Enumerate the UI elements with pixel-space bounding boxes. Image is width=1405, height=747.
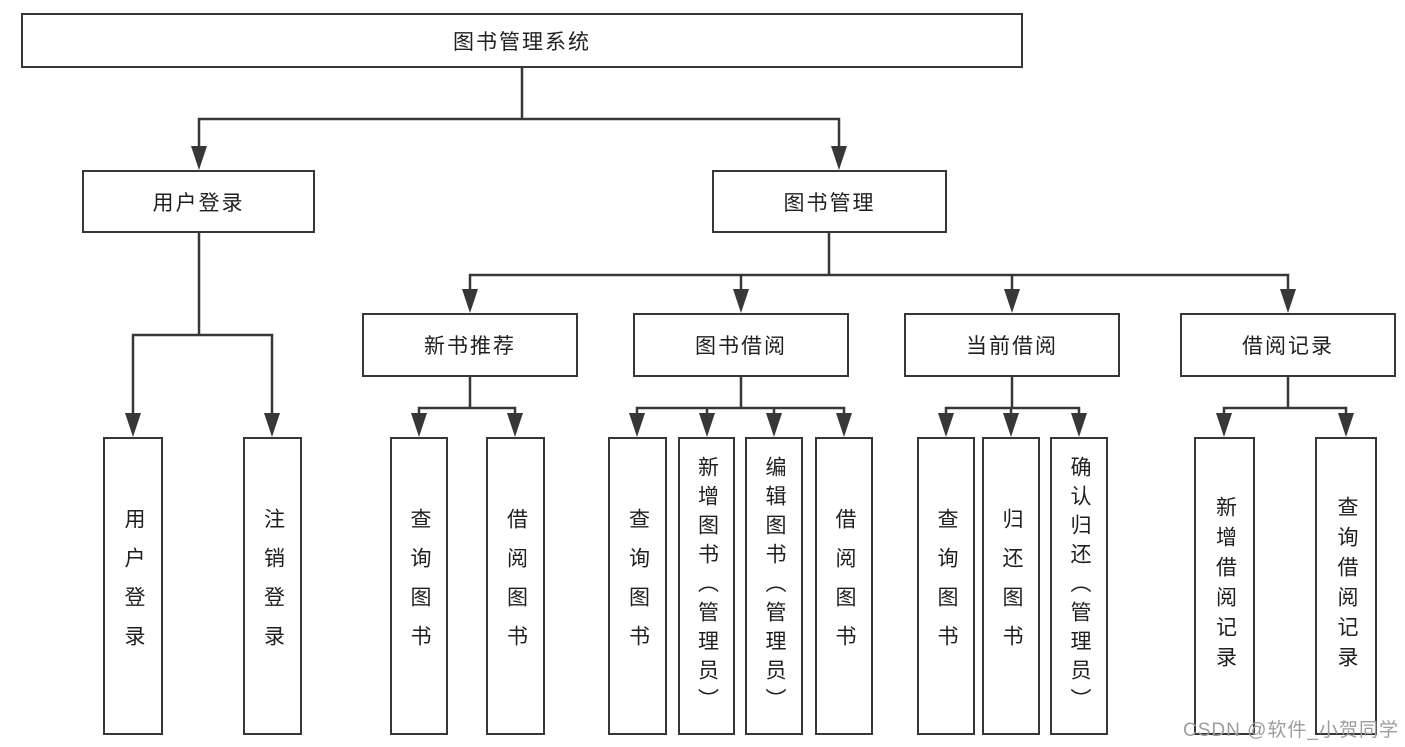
node-new-book-rec-label: 新书推荐 xyxy=(424,335,516,358)
node-bb-add-book: 新增图书（管理员） xyxy=(678,437,735,735)
node-bb-borrow-book: 借阅图书 xyxy=(815,437,873,735)
node-cb-confirm-return-label: 确认归还（管理员） xyxy=(1068,455,1091,717)
node-nb-query-book: 查询图书 xyxy=(390,437,448,735)
node-ul-login-label: 用户登录 xyxy=(122,508,145,664)
node-bb-edit-book: 编辑图书（管理员） xyxy=(745,437,803,735)
edge-borrow-record-children xyxy=(1222,375,1348,417)
node-nb-borrow-book: 借阅图书 xyxy=(486,437,545,735)
node-br-add-record: 新增借阅记录 xyxy=(1194,437,1255,735)
node-cb-query-book-label: 查询图书 xyxy=(935,508,958,664)
arrow-down-icon xyxy=(699,413,715,437)
node-br-query-record-label: 查询借阅记录 xyxy=(1335,496,1358,676)
edge-current-borrow-children xyxy=(944,375,1081,417)
node-nb-borrow-book-label: 借阅图书 xyxy=(504,508,528,664)
edge-new-book-rec-children xyxy=(417,375,517,417)
node-current-borrow: 当前借阅 xyxy=(904,313,1120,377)
edge-user-login-children xyxy=(131,231,274,417)
arrow-down-icon xyxy=(629,413,645,437)
node-cb-return-book-label: 归还图书 xyxy=(1000,508,1023,664)
node-root-label: 图书管理系统 xyxy=(453,30,591,54)
arrow-down-icon xyxy=(507,413,523,437)
node-ul-logout: 注销登录 xyxy=(243,437,302,735)
node-book-mgmt-label: 图书管理 xyxy=(783,191,876,215)
node-ul-login: 用户登录 xyxy=(103,437,163,735)
node-borrow-record-label: 借阅记录 xyxy=(1242,335,1334,358)
node-cb-confirm-return: 确认归还（管理员） xyxy=(1050,437,1108,735)
node-root: 图书管理系统 xyxy=(21,13,1023,68)
node-bb-query-book-label: 查询图书 xyxy=(626,508,650,664)
node-current-borrow-label: 当前借阅 xyxy=(966,335,1058,358)
edge-book-borrow-children xyxy=(635,375,846,417)
node-book-borrow-label: 图书借阅 xyxy=(695,335,787,358)
arrow-down-icon xyxy=(411,413,427,437)
arrow-down-icon xyxy=(831,146,847,170)
arrow-down-icon xyxy=(1071,413,1087,437)
arrow-down-icon xyxy=(1280,289,1296,313)
arrow-down-icon xyxy=(766,413,782,437)
arrow-down-icon xyxy=(1003,413,1019,437)
node-nb-query-book-label: 查询图书 xyxy=(408,508,431,664)
node-book-mgmt: 图书管理 xyxy=(712,170,947,233)
csdn-watermark: CSDN @软件_小贺同学 xyxy=(1183,720,1399,741)
node-bb-query-book: 查询图书 xyxy=(608,437,667,735)
node-cb-query-book: 查询图书 xyxy=(917,437,975,735)
node-new-book-rec: 新书推荐 xyxy=(362,313,578,377)
arrow-down-icon xyxy=(938,413,954,437)
arrow-down-icon xyxy=(462,289,478,313)
arrow-down-icon xyxy=(1338,413,1354,437)
node-ul-logout-label: 注销登录 xyxy=(261,508,285,664)
node-user-login: 用户登录 xyxy=(82,170,315,233)
node-book-borrow: 图书借阅 xyxy=(633,313,849,377)
node-bb-borrow-book-label: 借阅图书 xyxy=(833,508,856,664)
arrow-down-icon xyxy=(1004,289,1020,313)
arrow-down-icon xyxy=(125,413,141,437)
edge-root-to-level2 xyxy=(197,66,841,152)
node-borrow-record: 借阅记录 xyxy=(1180,313,1396,377)
arrow-down-icon xyxy=(264,413,280,437)
node-bb-edit-book-label: 编辑图书（管理员） xyxy=(763,455,786,717)
node-br-add-record-label: 新增借阅记录 xyxy=(1213,496,1237,676)
node-user-login-label: 用户登录 xyxy=(152,191,245,215)
node-br-query-record: 查询借阅记录 xyxy=(1315,437,1377,735)
arrow-down-icon xyxy=(733,289,749,313)
node-cb-return-book: 归还图书 xyxy=(982,437,1040,735)
arrow-down-icon xyxy=(191,146,207,170)
arrow-down-icon xyxy=(836,413,852,437)
arrowheads xyxy=(125,146,1354,437)
node-bb-add-book-label: 新增图书（管理员） xyxy=(695,455,719,717)
arrow-down-icon xyxy=(1216,413,1232,437)
edge-book-mgmt-children xyxy=(468,231,1290,294)
